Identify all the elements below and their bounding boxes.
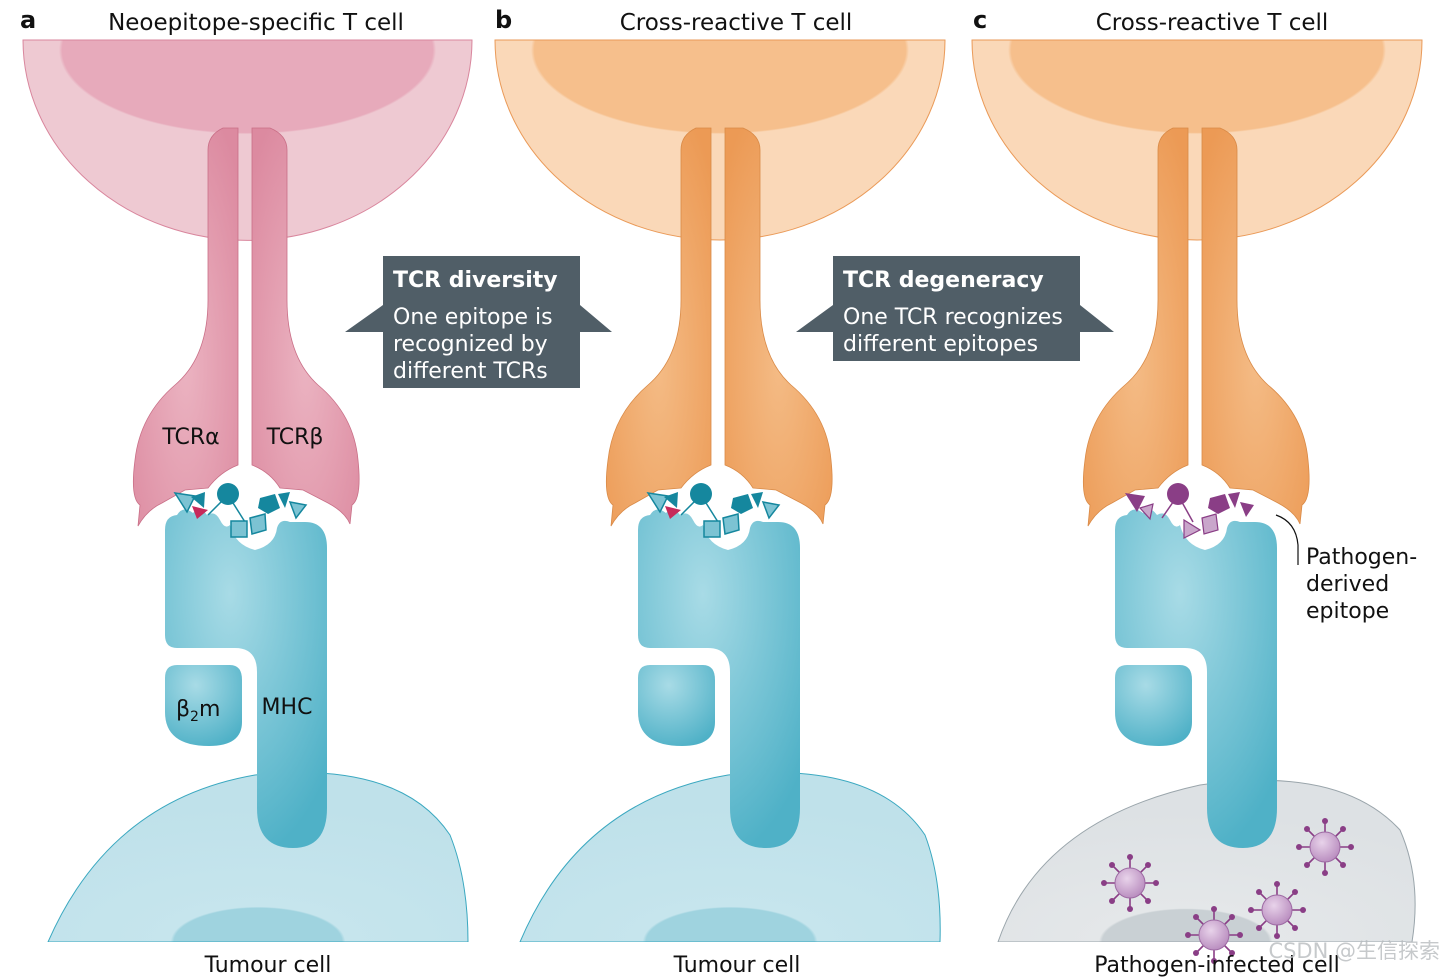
panel-title: Neoepitope-specific T cell [108, 10, 404, 36]
callout-heading: TCR degeneracy [843, 268, 1044, 293]
callout-body-line: recognized by [393, 332, 548, 357]
callout-body-line: One epitope is [393, 305, 553, 330]
epitope-label-line: Pathogen- [1306, 545, 1417, 570]
tcr-alpha-label: TCRα [161, 425, 219, 450]
cross-reactive-t-cell-c [971, 39, 1423, 241]
epitope-label-line: derived [1306, 572, 1389, 597]
watermark: CSDN @生信探索 [1268, 939, 1440, 963]
panel-letter: b [495, 6, 512, 34]
beta2m-label: β2m [176, 697, 220, 725]
callout-heading: TCR diversity [393, 268, 558, 293]
panel-title: Cross-reactive T cell [620, 10, 853, 36]
panel-c: c Cross-reactive T cell Pathogen- derive… [971, 6, 1423, 978]
panel-a: a Neoepitope-specific T cell TCRα TCRβ β… [20, 6, 473, 978]
mhc-label: MHC [262, 695, 313, 720]
bottom-cell-label: Tumour cell [673, 953, 801, 978]
callout-body-line: different TCRs [393, 359, 548, 384]
tcr-beta-label: TCRβ [266, 425, 324, 450]
panel-b: b Cross-reactive T cell Tumour cell [494, 6, 946, 978]
bottom-cell-label: Tumour cell [204, 953, 332, 978]
callout-body-line: One TCR recognizes [843, 305, 1063, 330]
panel-letter: c [973, 6, 987, 34]
tumour-cell-b [519, 772, 941, 942]
panel-title: Cross-reactive T cell [1096, 10, 1329, 36]
pathogen-infected-cell [997, 779, 1416, 942]
bottom-cell-label: Pathogen-infected cell [1094, 953, 1340, 978]
cross-reactive-t-cell-b [494, 39, 946, 241]
callout-tcr-diversity: TCR diversity One epitope is recognized … [345, 256, 612, 388]
neoepitope-t-cell [22, 39, 473, 241]
callout-tcr-degeneracy: TCR degeneracy One TCR recognizes differ… [796, 256, 1114, 361]
panel-letter: a [20, 6, 36, 34]
epitope-label-line: epitope [1306, 599, 1389, 624]
epitope-pointer-line [1275, 514, 1299, 565]
callout-body-line: different epitopes [843, 332, 1038, 357]
tumour-cell-a [47, 772, 469, 942]
